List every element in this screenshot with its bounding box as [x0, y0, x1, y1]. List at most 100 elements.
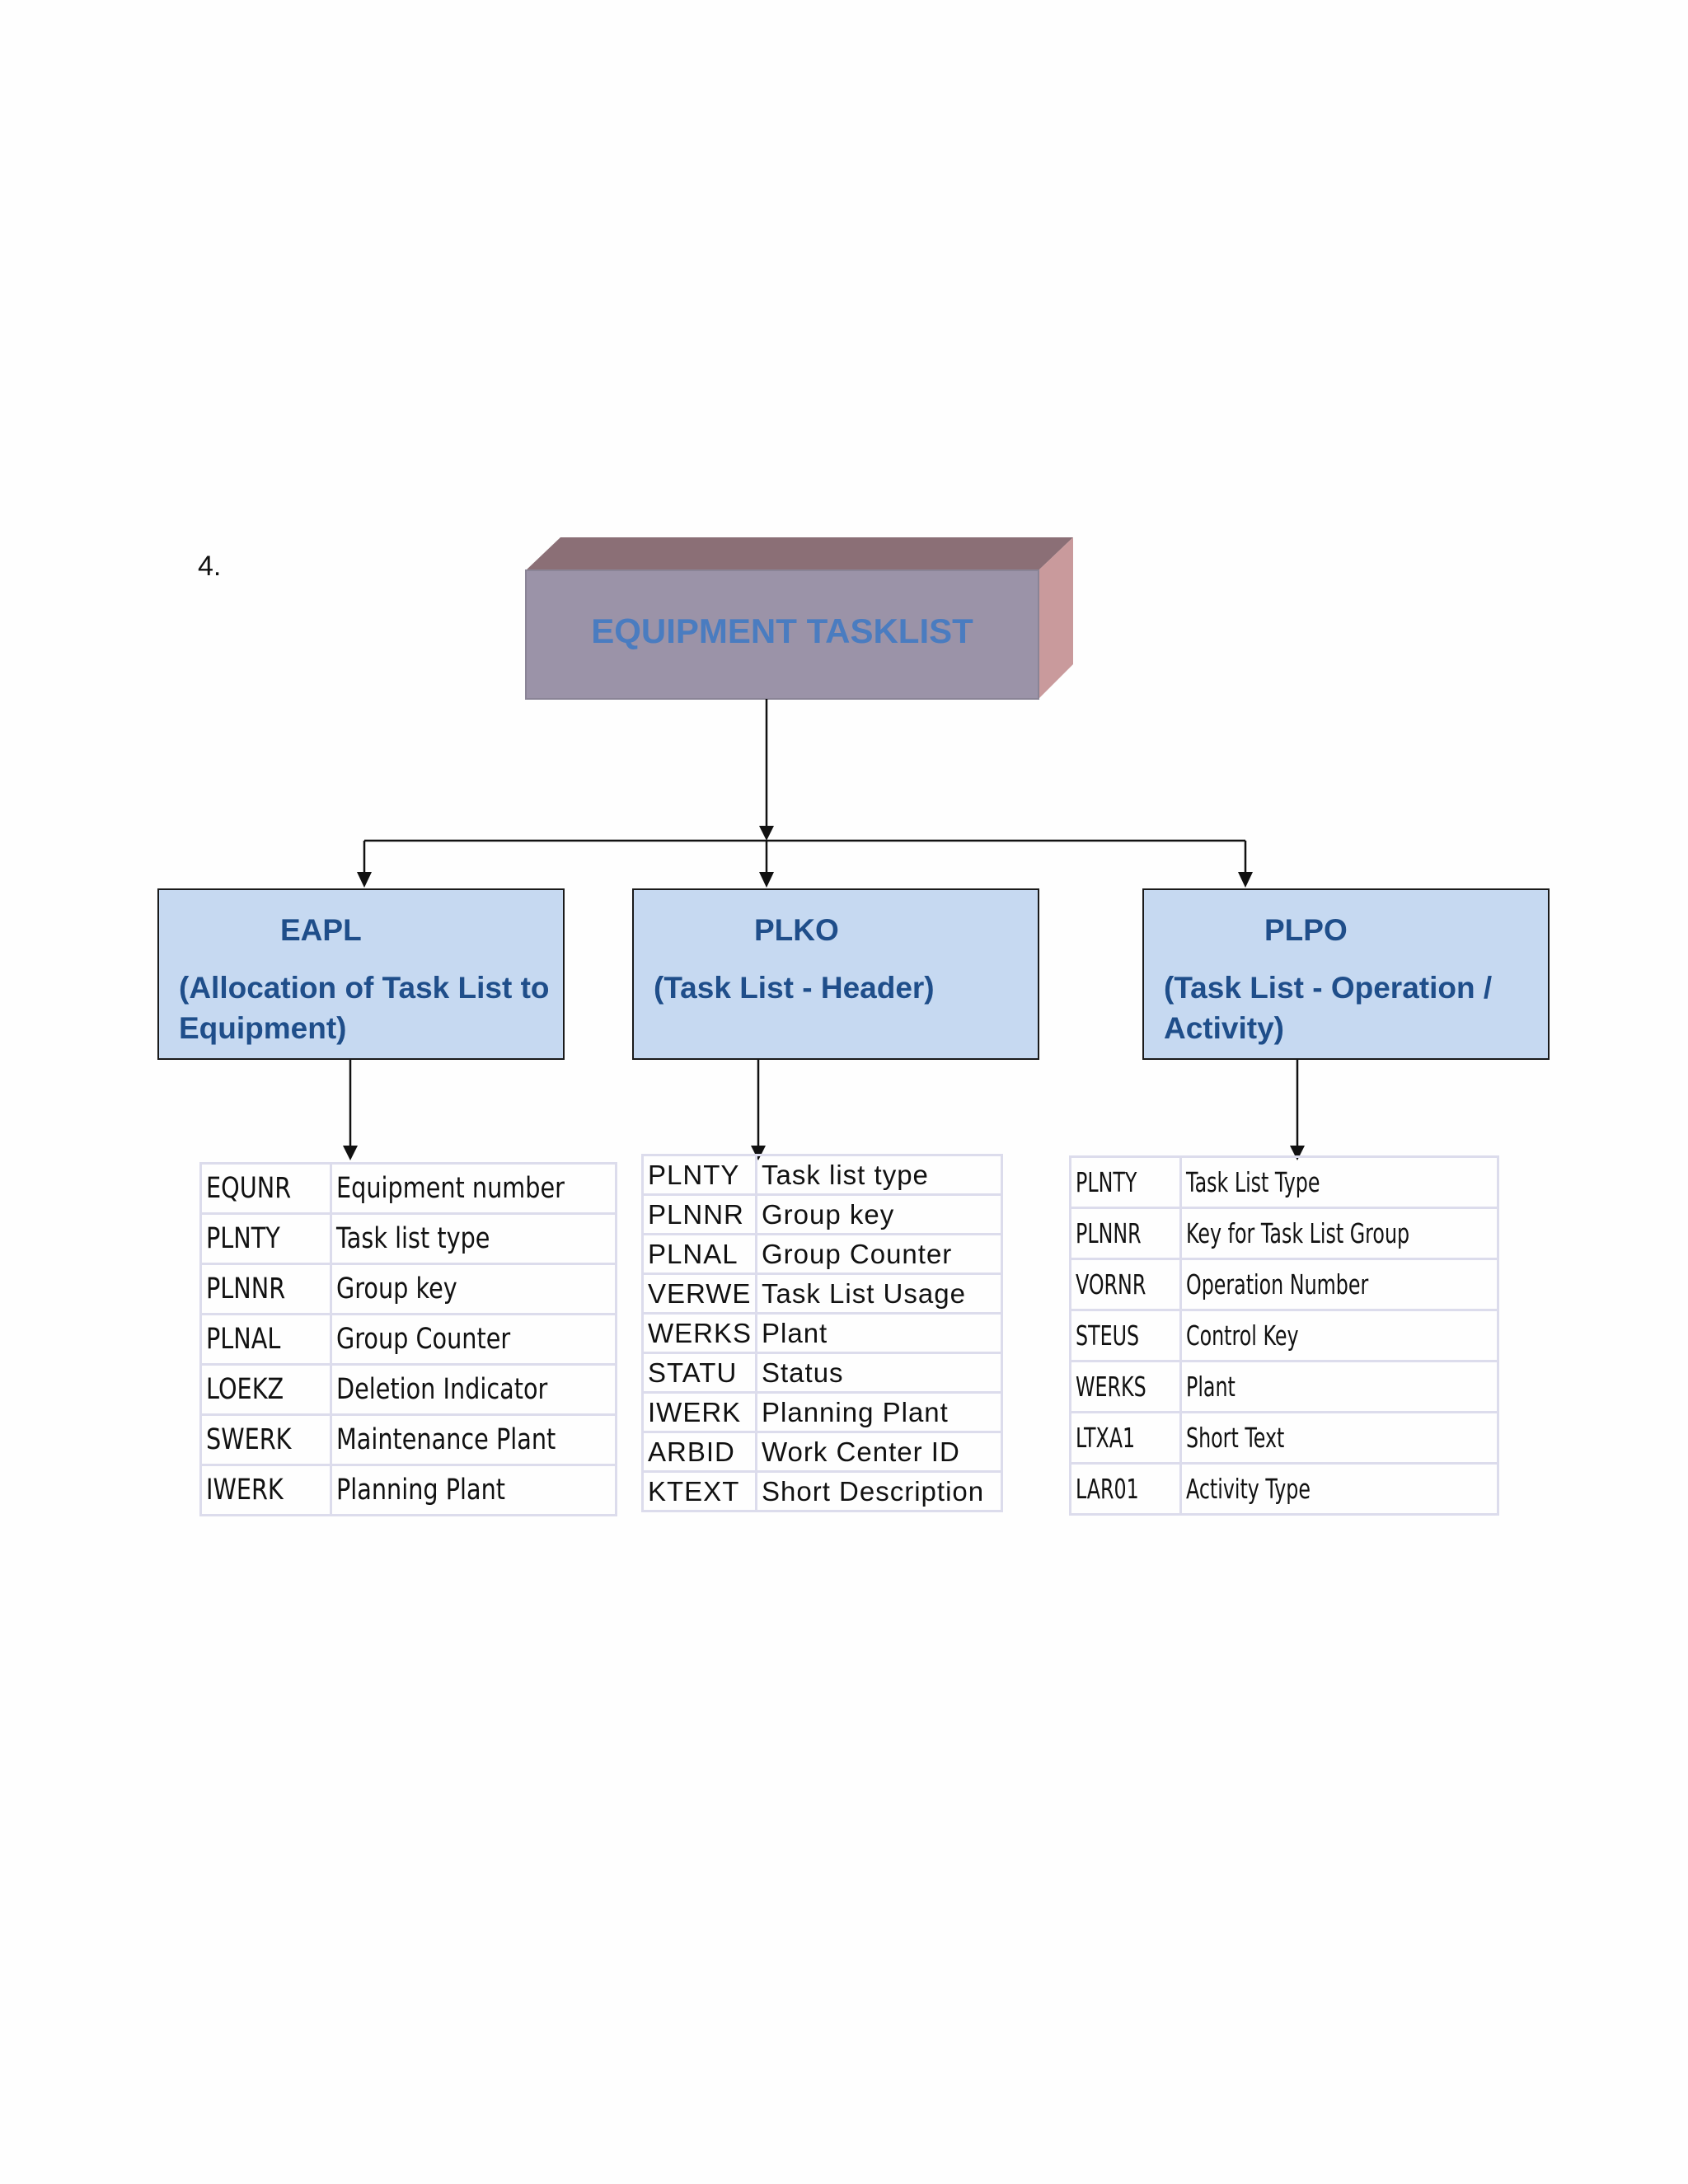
entity-code: PLKO — [754, 913, 839, 947]
field-description: Control Key — [1186, 1319, 1299, 1352]
table-row: LAR01 Activity Type — [1069, 1462, 1499, 1516]
field-code: KTEXT — [648, 1475, 740, 1507]
field-description: Maintenance Plant — [336, 1423, 556, 1456]
entity-box-plpo: PLPO (Task List - Operation / Activity) — [1142, 888, 1550, 1060]
field-description-cell: Status — [755, 1352, 1003, 1394]
field-code-cell: PLNNR — [1069, 1207, 1182, 1260]
field-description-cell: Task List Type — [1179, 1155, 1499, 1209]
table-row: PLNNR Group key — [641, 1193, 1003, 1235]
field-description: Task List Usage — [762, 1277, 966, 1309]
field-code: PLNNR — [1076, 1217, 1142, 1249]
entity-box-eapl: EAPL (Allocation of Task List to Equipme… — [157, 888, 565, 1060]
table-row: STATU Status — [641, 1352, 1003, 1394]
field-description: Equipment number — [336, 1172, 565, 1205]
field-code-cell: WERKS — [641, 1312, 757, 1354]
field-code-cell: IWERK — [641, 1391, 757, 1433]
field-description-cell: Group Counter — [330, 1313, 617, 1366]
title-block-top-face — [526, 537, 1073, 570]
field-code: PLNTY — [648, 1159, 740, 1190]
field-description: Status — [762, 1357, 844, 1388]
field-description-cell: Planning Plant — [330, 1464, 617, 1516]
field-description-cell: Group Counter — [755, 1233, 1003, 1275]
field-description-cell: Task list type — [755, 1154, 1003, 1196]
field-description: Group Counter — [336, 1323, 511, 1356]
field-code: PLNNR — [648, 1198, 744, 1230]
field-description: Work Center ID — [762, 1436, 960, 1467]
field-description: Task List Type — [1186, 1166, 1320, 1198]
field-description: Operation Number — [1186, 1268, 1369, 1301]
field-code: STATU — [648, 1357, 738, 1388]
field-description: Activity Type — [1186, 1473, 1311, 1505]
field-description-cell: Control Key — [1179, 1309, 1499, 1362]
field-description-cell: Equipment number — [330, 1162, 617, 1215]
table-row: IWERK Planning Plant — [641, 1391, 1003, 1433]
field-code: PLNNR — [206, 1272, 286, 1305]
field-description-cell: Group key — [330, 1263, 617, 1315]
field-description-cell: Key for Task List Group — [1179, 1207, 1499, 1260]
field-code-cell: LOEKZ — [199, 1363, 332, 1416]
trunk-arrowhead — [759, 826, 774, 841]
field-description-cell: Group key — [755, 1193, 1003, 1235]
field-code-cell: PLNTY — [199, 1212, 332, 1265]
entity-box-plko: PLKO (Task List - Header) — [632, 888, 1039, 1060]
field-code: LAR01 — [1076, 1473, 1139, 1505]
field-code-cell: LAR01 — [1069, 1462, 1182, 1516]
table-row: ARBID Work Center ID — [641, 1431, 1003, 1473]
field-description-cell: Planning Plant — [755, 1391, 1003, 1433]
field-code-cell: PLNAL — [199, 1313, 332, 1366]
diagram-title: EQUIPMENT TASKLIST — [591, 612, 973, 650]
eapl-table-arrowhead — [343, 1146, 358, 1160]
field-description: Short Description — [762, 1475, 985, 1507]
field-description-cell: Plant — [755, 1312, 1003, 1354]
field-description: Group Counter — [762, 1238, 953, 1269]
table-row: VORNR Operation Number — [1069, 1258, 1499, 1311]
field-description-cell: Plant — [1179, 1360, 1499, 1413]
branch-right-arrowhead — [1238, 872, 1253, 888]
field-code: IWERK — [206, 1474, 284, 1507]
entity-description: (Allocation of Task List to Equipment) — [179, 971, 550, 1045]
field-code: VORNR — [1076, 1268, 1146, 1301]
field-code-cell: STATU — [641, 1352, 757, 1394]
field-code: LOEKZ — [206, 1373, 284, 1406]
field-description-cell: Work Center ID — [755, 1431, 1003, 1473]
field-code-cell: PLNNR — [641, 1193, 757, 1235]
table-row: IWERK Planning Plant — [199, 1464, 617, 1516]
field-code-cell: PLNNR — [199, 1263, 332, 1315]
field-code: PLNTY — [206, 1222, 280, 1255]
field-code-cell: WERKS — [1069, 1360, 1182, 1413]
table-row: PLNNR Group key — [199, 1263, 617, 1315]
field-code-cell: ARBID — [641, 1431, 757, 1473]
field-code-cell: STEUS — [1069, 1309, 1182, 1362]
field-code-cell: KTEXT — [641, 1470, 757, 1512]
field-code: VERWE — [648, 1277, 752, 1309]
title-block-front-face — [525, 569, 1039, 700]
field-code-cell: SWERK — [199, 1413, 332, 1466]
field-description: Group key — [336, 1272, 457, 1305]
table-row: PLNAL Group Counter — [641, 1233, 1003, 1275]
page-number: 4. — [198, 551, 222, 582]
field-description: Task list type — [762, 1159, 929, 1190]
field-code-cell: PLNTY — [641, 1154, 757, 1196]
field-code: IWERK — [648, 1396, 742, 1427]
entity-description: (Task List - Operation / Activity) — [1164, 971, 1493, 1045]
field-code: LTXA1 — [1076, 1422, 1136, 1454]
field-code-cell: EQUNR — [199, 1162, 332, 1215]
field-code-cell: VORNR — [1069, 1258, 1182, 1311]
field-code: PLNAL — [648, 1238, 738, 1269]
field-code: PLNTY — [1076, 1166, 1137, 1198]
field-description: Key for Task List Group — [1186, 1217, 1410, 1249]
field-description: Planning Plant — [336, 1474, 506, 1507]
field-description: Plant — [1186, 1371, 1236, 1403]
field-code: ARBID — [648, 1436, 735, 1467]
field-code-cell: IWERK — [199, 1464, 332, 1516]
table-row: VERWE Task List Usage — [641, 1272, 1003, 1315]
